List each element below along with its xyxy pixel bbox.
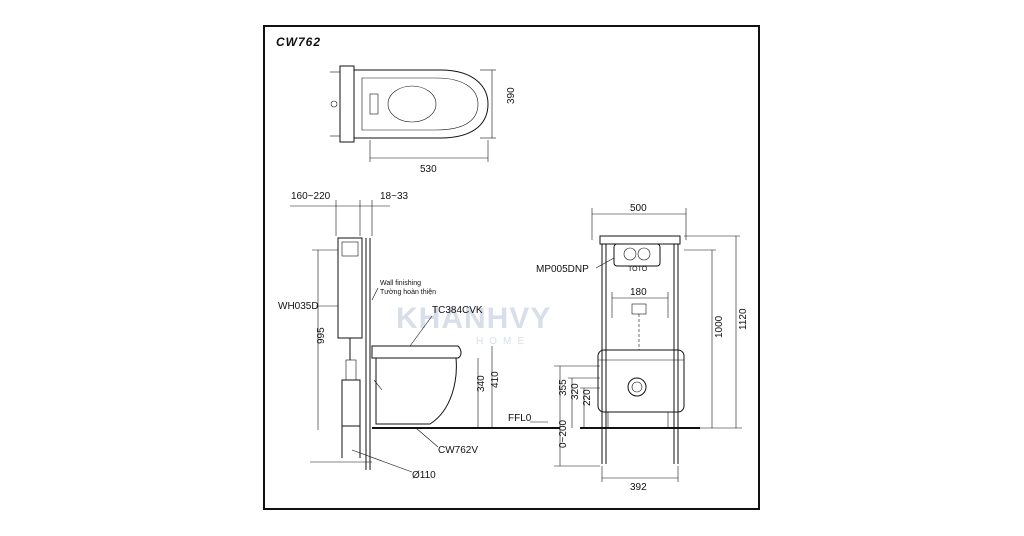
top-view: 390 530 (330, 65, 517, 175)
drawing-frame (263, 25, 760, 510)
label-seat-model: TC384CVK (432, 305, 483, 316)
dim-220: 220 (582, 389, 593, 406)
label-pipe-diameter: Ø110 (412, 470, 436, 481)
label-wall-finishing-vi: Tường hoàn thiện (380, 289, 436, 296)
watermark-sub: HOME (476, 336, 530, 347)
label-flush-plate: MP005DNP (536, 264, 589, 275)
dim-top-length: 530 (420, 164, 437, 175)
label-wall-finishing-en: Wall finishing (380, 280, 421, 287)
label-floor-level: FFL0 (508, 413, 532, 424)
dim-frame-height: 1000 (714, 315, 725, 338)
label-bowl-model: CW762V (438, 445, 478, 456)
label-plate-brand: TOTO (628, 266, 648, 273)
dim-feet-width: 392 (630, 482, 647, 493)
label-cistern-model: WH035D (278, 301, 319, 312)
dim-wall-gap: 160~220 (291, 191, 331, 202)
dim-bowl-340: 340 (476, 375, 487, 392)
dim-355: 355 (558, 379, 569, 396)
drawing-title: CW762 (276, 35, 321, 49)
dim-finish-thickness: 18~33 (380, 191, 409, 202)
watermark-brand: KHANHVY (396, 302, 551, 335)
dim-frame-width: 500 (630, 203, 647, 214)
side-view: 160~220 18~33 995 WH035D Wall finishing … (278, 191, 560, 481)
dim-top-depth: 390 (506, 87, 517, 104)
dim-floor-range: 0~200 (558, 419, 569, 448)
dim-seat-center: 180 (630, 287, 647, 298)
dim-320: 320 (570, 383, 581, 400)
dim-bowl-410: 410 (490, 371, 501, 388)
dim-overall-height: 1120 (738, 308, 749, 330)
front-view: 500 TOTO MP005DNP 180 (536, 203, 749, 493)
dim-cistern-height: 995 (316, 327, 327, 344)
